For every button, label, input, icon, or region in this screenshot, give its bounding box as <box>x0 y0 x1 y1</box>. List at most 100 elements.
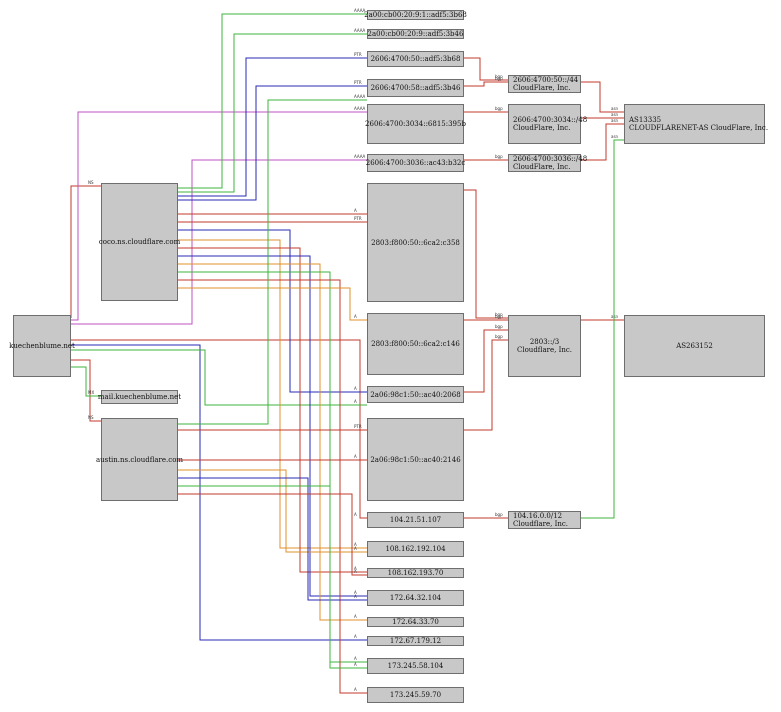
ipv4-node[interactable]: 108.162.192.104 <box>367 541 464 557</box>
edge-label: NS <box>88 415 94 420</box>
edge-label: bgp <box>495 106 503 111</box>
bgp-prefix-label: 2606:4700:3034::/48 <box>513 116 588 124</box>
edge-label: bgp <box>495 324 503 329</box>
ipv6-label: 2803:f800:50::6ca2:c358 <box>371 238 460 247</box>
bgp-prefix-label: 2803::/3 <box>529 338 560 346</box>
edge-line <box>70 185 101 318</box>
ipv4-node[interactable]: 172.64.32.104 <box>367 590 464 606</box>
bgp-prefix-label: 104.16.0.0/12 <box>513 512 563 520</box>
ipv6-label: 2a00:cb00:20:9:1::adf5:3b68 <box>364 11 467 19</box>
nameserver-austin-label: austin.ns.cloudflare.com <box>95 455 184 464</box>
ipv6-node[interactable]: 2606:4700:3034::6815:395b <box>365 104 466 144</box>
ipv4-node[interactable]: 173.245.58.104 <box>367 658 464 674</box>
as-node[interactable]: AS263152 <box>624 315 765 377</box>
edge-label: PTR <box>354 216 362 221</box>
ipv6-label: 2a00:cb00:20:9::adf5:3b46 <box>367 30 464 38</box>
ipv6-label: 2a06:98c1:50::ac40:2068 <box>370 390 461 399</box>
nameserver-austin-node[interactable]: austin.ns.cloudflare.com <box>96 418 183 501</box>
ipv6-node[interactable]: 2606:4700:50::adf5:3b68 <box>367 51 464 67</box>
ipv6-node[interactable]: 2606:4700:3036::ac43:b32c <box>365 154 466 172</box>
edge-line <box>178 477 367 601</box>
ipv4-node[interactable]: 173.245.59.70 <box>367 687 464 703</box>
ipv4-node[interactable]: 172.67.179.12 <box>367 636 464 646</box>
ipv6-node[interactable]: 2606:4700:58::adf5:3b46 <box>367 79 464 97</box>
edge-line <box>178 239 367 549</box>
ipv4-label: 108.162.192.104 <box>385 545 446 553</box>
edge-label: asn <box>611 118 619 123</box>
edge-label: asn <box>611 112 619 117</box>
bgp-prefix-owner: CloudFlare, Inc. <box>513 163 571 171</box>
edge-line <box>178 469 367 553</box>
edge-line <box>178 229 367 393</box>
edge-label: asn <box>611 106 619 111</box>
edge-line <box>581 139 624 519</box>
edge-line <box>464 189 508 319</box>
edge-line <box>71 359 101 422</box>
edge-label: MX <box>88 390 94 395</box>
ipv6-node[interactable]: 2a00:cb00:20:9:1::adf5:3b68 <box>364 10 467 20</box>
edge-line <box>464 81 508 87</box>
edge-label: AAAA <box>354 154 366 159</box>
ipv6-node[interactable]: 2a06:98c1:50::ac40:2146 <box>367 418 464 501</box>
edge-label: A <box>354 546 357 551</box>
ipv6-label: 2606:4700:3036::ac43:b32c <box>365 159 466 167</box>
ipv6-label: 2606:4700:58::adf5:3b46 <box>370 84 461 92</box>
bgp-prefix-node[interactable]: 2803::/3 Cloudflare, Inc. <box>508 315 581 377</box>
ipv4-label: 172.64.33.70 <box>392 618 439 626</box>
edge-label: A <box>354 208 357 213</box>
edge-line <box>178 247 367 573</box>
edge-label: NS <box>88 180 94 185</box>
edge-label: AAAA <box>354 106 366 111</box>
bgp-prefix-node[interactable]: 2606:4700:3034::/48 CloudFlare, Inc. <box>508 104 587 144</box>
ipv4-node[interactable]: 108.162.193.70 <box>367 568 464 578</box>
edge-line <box>464 339 508 431</box>
edge-label: A <box>354 386 357 391</box>
edge-label: A <box>354 566 357 571</box>
ipv6-node[interactable]: 2803:f800:50::6ca2:c146 <box>367 313 464 375</box>
edge-label: A <box>354 656 357 661</box>
ipv6-label: 2606:4700:3034::6815:395b <box>365 120 466 128</box>
nameserver-coco-node[interactable]: coco.ns.cloudflare.com <box>98 183 181 301</box>
bgp-prefix-node[interactable]: 2606:4700:3036::/48 CloudFlare, Inc. <box>508 154 587 172</box>
edge-line <box>178 13 367 189</box>
edge-label: AAAA <box>354 8 366 13</box>
edge-label: A <box>354 590 357 595</box>
as-node[interactable]: AS13335 CLOUDFLARENET-AS CloudFlare, Inc… <box>624 104 769 144</box>
edge-line <box>581 123 624 161</box>
bgp-prefix-node[interactable]: 2606:4700:50::/44 CloudFlare, Inc. <box>508 75 581 93</box>
edge-line <box>178 99 367 425</box>
edge-line <box>464 57 508 81</box>
as-owner: CLOUDFLARENET-AS CloudFlare, Inc. <box>629 124 769 132</box>
edge-label: asn <box>611 314 619 319</box>
domain-label: kuechenblume.net <box>9 342 75 350</box>
edge-label: PTR <box>354 424 362 429</box>
mail-label: mail.kuechenblume.net <box>97 393 182 401</box>
ipv4-label: 173.245.59.70 <box>389 691 442 699</box>
edge-line <box>71 159 367 325</box>
ipv6-node[interactable]: 2803:f800:50::6ca2:c358 <box>367 183 464 302</box>
edge-label: bgp <box>495 154 503 159</box>
edge-line <box>178 255 367 597</box>
ipv4-label: 104.21.51.107 <box>389 516 442 524</box>
edge-label: A <box>354 687 357 692</box>
edge-label: bgp <box>495 512 503 517</box>
as-number: AS13335 <box>629 116 662 124</box>
edge-label: A <box>354 614 357 619</box>
ipv6-node[interactable]: 2a06:98c1:50::ac40:2068 <box>367 386 464 403</box>
ipv4-node[interactable]: 172.64.33.70 <box>367 617 464 627</box>
ipv6-node[interactable]: 2a00:cb00:20:9::adf5:3b46 <box>367 29 464 39</box>
domain-node[interactable]: kuechenblume.net <box>9 315 75 377</box>
edge-line <box>178 279 367 694</box>
mail-node[interactable]: mail.kuechenblume.net <box>97 390 182 404</box>
edge-label: A <box>354 512 357 517</box>
as-number: AS263152 <box>676 342 713 350</box>
bgp-prefix-node[interactable]: 104.16.0.0/12 Cloudflare, Inc. <box>508 511 581 529</box>
ipv4-node[interactable]: 104.21.51.107 <box>367 512 464 528</box>
ipv6-label: 2606:4700:50::adf5:3b68 <box>370 55 461 63</box>
edge-label: AAAA <box>354 94 366 99</box>
bgp-prefix-owner: CloudFlare, Inc. <box>513 84 571 92</box>
nameserver-coco-label: coco.ns.cloudflare.com <box>98 238 181 246</box>
edge-line <box>581 81 624 113</box>
edge-label: A <box>354 314 357 319</box>
